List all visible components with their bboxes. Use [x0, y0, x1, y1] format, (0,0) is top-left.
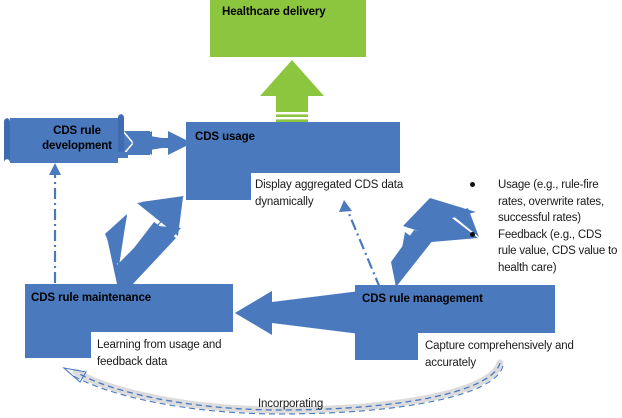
list-item: Usage (e.g., rule-fire rates, overwrite … [466, 177, 618, 227]
development-box-shape [4, 114, 128, 163]
cds-usage-caption: Display aggregated CDS data dynamically [255, 179, 404, 208]
bullet-dot-icon [470, 182, 475, 187]
green-up-arrow [260, 60, 324, 125]
feedback-bullet-list: Usage (e.g., rule-fire rates, overwrite … [466, 177, 618, 276]
cds-rule-maintenance-caption: Learning from usage and feedback data [97, 339, 222, 368]
list-item: Feedback (e.g., CDS rule value, CDS valu… [466, 227, 618, 277]
cds-rule-management-box-extension [355, 333, 418, 360]
dashed-arrow-management-to-usage [339, 200, 382, 289]
cds-rule-maintenance-box [25, 284, 233, 332]
cds-rule-maintenance-label: CDS rule maintenance [31, 292, 152, 304]
bullet-text: Feedback (e.g., CDS rule value, CDS valu… [498, 228, 618, 274]
incorporating-arrow-label: Incorporating [258, 398, 324, 410]
cds-usage-box [186, 122, 400, 173]
cds-rule-management-label: CDS rule management [362, 293, 483, 305]
cds-rule-maintenance-box-extension [25, 332, 91, 358]
healthcare-delivery-box [210, 0, 366, 57]
arrow-maintenance-to-usage [105, 196, 184, 286]
cds-rule-management-box [355, 285, 555, 333]
cds-rule-development-label: CDS rule development [42, 125, 112, 152]
arrow-usage-to-management [391, 198, 479, 287]
dashed-arrow-maintenance-to-development [49, 163, 61, 283]
cds-rule-management-caption: Capture comprehensively and accurately [425, 340, 574, 369]
bullet-dot-icon [470, 231, 475, 237]
cds-usage-box-extension [186, 173, 251, 200]
healthcare-delivery-label: Healthcare delivery [222, 6, 326, 18]
bullet-text: Usage (e.g., rule-fire rates, overwrite … [498, 179, 604, 224]
arrow-development-to-usage [122, 131, 192, 155]
curved-arrow-incorporating [62, 359, 504, 415]
cds-usage-label: CDS usage [195, 131, 255, 143]
